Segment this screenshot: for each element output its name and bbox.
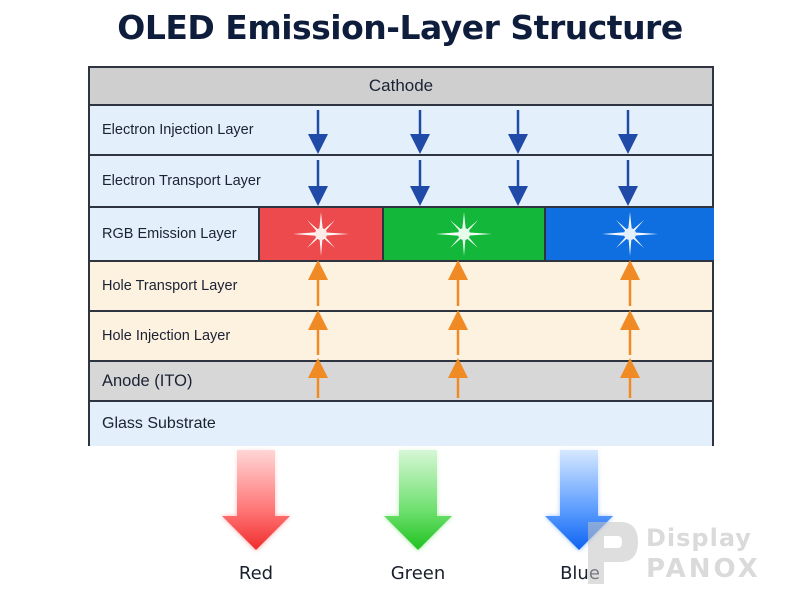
watermark-bottom-text: PANOX	[646, 554, 761, 584]
watermark-logo: Display PANOX	[582, 518, 792, 588]
electron-injection-layer: Electron Injection Layer	[90, 106, 712, 156]
green-sparkle-icon	[436, 212, 492, 256]
electron-transport-label: Electron Transport Layer	[102, 173, 261, 189]
electron-injection-label: Electron Injection Layer	[102, 122, 254, 138]
cathode-label: Cathode	[368, 76, 434, 95]
anode-layer: Anode (ITO)	[90, 362, 712, 402]
oled-layer-stack: Cathode Electron Injection Layer Electro…	[88, 66, 714, 446]
red-output-label: Red	[238, 563, 274, 584]
hole-injection-layer: Hole Injection Layer	[90, 312, 712, 362]
hole-transport-layer: Hole Transport Layer	[90, 262, 712, 312]
red-sparkle-icon	[293, 212, 349, 256]
red-subpixel	[258, 208, 382, 260]
hole-transport-label: Hole Transport Layer	[102, 278, 238, 294]
watermark-p-icon	[588, 522, 638, 584]
blue-subpixel	[544, 208, 714, 260]
green-output-label: Green	[390, 563, 446, 584]
rgb-emission-label: RGB Emission Layer	[102, 226, 237, 242]
glass-substrate-label: Glass Substrate	[102, 415, 216, 432]
red-light-arrow	[222, 450, 290, 550]
cathode-layer: Cathode	[90, 68, 712, 106]
green-subpixel	[382, 208, 544, 260]
electron-transport-layer: Electron Transport Layer	[90, 156, 712, 208]
glass-substrate-layer: Glass Substrate	[90, 402, 712, 446]
anode-label: Anode (ITO)	[102, 371, 193, 390]
hole-injection-label: Hole Injection Layer	[102, 328, 231, 344]
watermark-top-text: Display	[646, 524, 752, 552]
rgb-emission-layer: RGB Emission Layer	[90, 208, 714, 262]
blue-sparkle-icon	[602, 212, 658, 256]
diagram-title: OLED Emission-Layer Structure	[117, 8, 683, 47]
green-light-arrow	[384, 450, 452, 550]
